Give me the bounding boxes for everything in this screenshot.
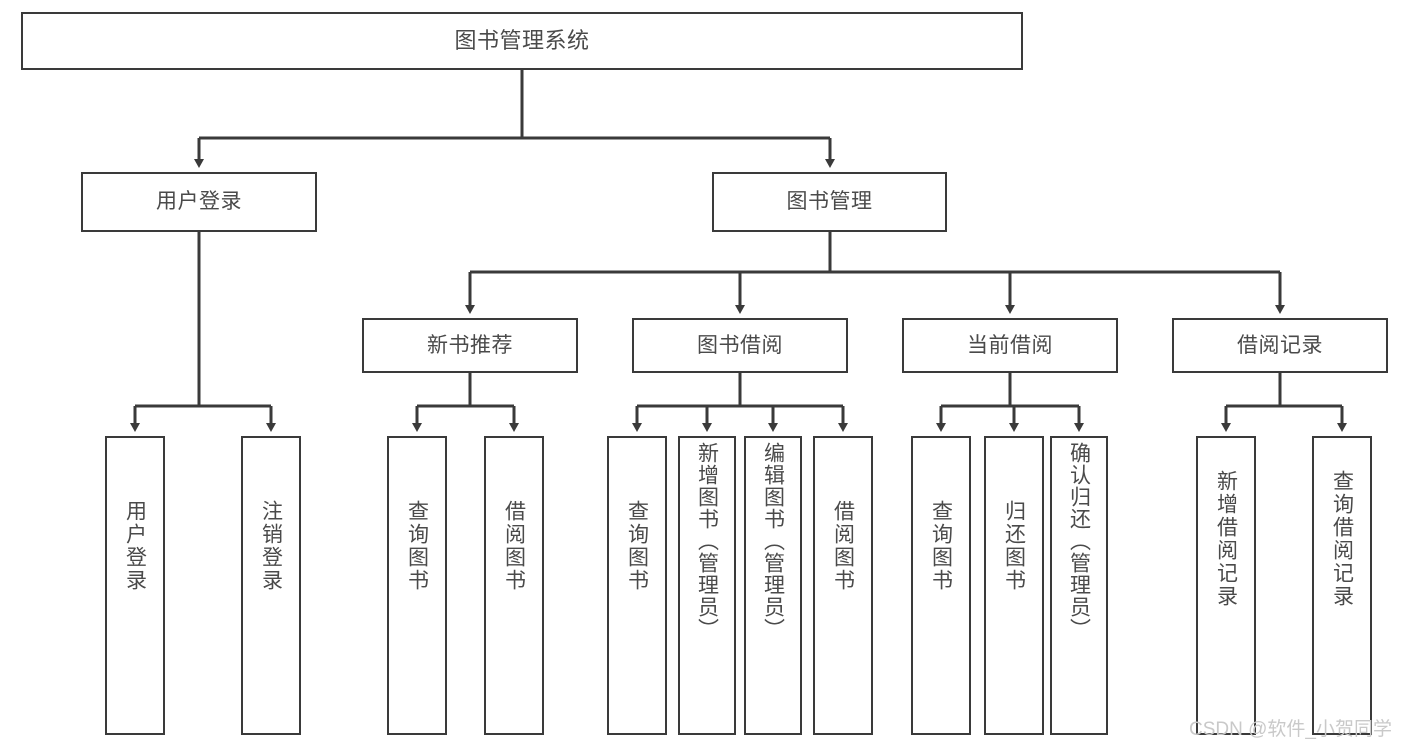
node-borrow-record[interactable]: 借阅记录 — [1172, 318, 1388, 373]
node-leaf-add-book-admin-label: 新增图书（管理员） — [695, 442, 719, 640]
node-leaf-query-book-3[interactable]: 查询图书 — [911, 436, 971, 735]
node-borrow-record-label: 借阅记录 — [1237, 333, 1323, 357]
edge-group-new-book-recommend — [412, 373, 519, 432]
node-root-label: 图书管理系统 — [454, 27, 590, 53]
node-current-borrow[interactable]: 当前借阅 — [902, 318, 1118, 373]
node-user-login[interactable]: 用户登录 — [81, 172, 317, 232]
node-leaf-edit-book-admin-label: 编辑图书（管理员） — [761, 442, 785, 640]
node-book-borrow[interactable]: 图书借阅 — [632, 318, 848, 373]
node-leaf-user-logout[interactable]: 注销登录 — [241, 436, 301, 735]
edge-group-book-manage — [465, 232, 1285, 314]
node-leaf-query-book-2[interactable]: 查询图书 — [607, 436, 667, 735]
node-leaf-add-borrow-record[interactable]: 新增借阅记录 — [1196, 436, 1256, 735]
node-book-manage-label: 图书管理 — [786, 190, 873, 214]
node-leaf-confirm-return-admin-label: 确认归还（管理员） — [1067, 442, 1091, 640]
node-leaf-user-login-label: 用户登录 — [123, 500, 147, 592]
node-leaf-query-book-2-label: 查询图书 — [625, 500, 649, 592]
edge-group-user-login — [130, 232, 276, 432]
node-book-borrow-label: 图书借阅 — [697, 333, 783, 357]
node-leaf-query-borrow-record[interactable]: 查询借阅记录 — [1312, 436, 1372, 735]
node-leaf-borrow-book-1[interactable]: 借阅图书 — [484, 436, 544, 735]
node-leaf-user-logout-label: 注销登录 — [259, 500, 283, 592]
edge-group-book-borrow — [632, 373, 848, 432]
edge-group-current-borrow — [936, 373, 1084, 432]
node-leaf-borrow-book-2-label: 借阅图书 — [831, 500, 855, 592]
node-leaf-add-borrow-record-label: 新增借阅记录 — [1214, 470, 1238, 608]
node-leaf-confirm-return-admin[interactable]: 确认归还（管理员） — [1050, 436, 1108, 735]
node-new-book-recommend[interactable]: 新书推荐 — [362, 318, 578, 373]
node-leaf-return-book[interactable]: 归还图书 — [984, 436, 1044, 735]
watermark-text: CSDN @软件_小贺同学 — [1189, 719, 1392, 740]
edge-group-root — [194, 70, 835, 168]
node-leaf-edit-book-admin[interactable]: 编辑图书（管理员） — [744, 436, 802, 735]
node-leaf-user-login[interactable]: 用户登录 — [105, 436, 165, 735]
node-leaf-borrow-book-2[interactable]: 借阅图书 — [813, 436, 873, 735]
node-book-manage[interactable]: 图书管理 — [712, 172, 947, 232]
node-new-book-recommend-label: 新书推荐 — [427, 333, 513, 357]
node-user-login-label: 用户登录 — [156, 190, 242, 214]
node-leaf-query-book-1-label: 查询图书 — [405, 500, 429, 592]
node-leaf-query-book-1[interactable]: 查询图书 — [387, 436, 447, 735]
node-leaf-borrow-book-1-label: 借阅图书 — [502, 500, 526, 592]
node-leaf-query-book-3-label: 查询图书 — [929, 500, 953, 592]
node-leaf-return-book-label: 归还图书 — [1002, 500, 1026, 592]
edge-group-borrow-record — [1221, 373, 1347, 432]
node-leaf-query-borrow-record-label: 查询借阅记录 — [1330, 470, 1354, 608]
node-current-borrow-label: 当前借阅 — [967, 333, 1053, 357]
node-leaf-add-book-admin[interactable]: 新增图书（管理员） — [678, 436, 736, 735]
node-root[interactable]: 图书管理系统 — [21, 12, 1023, 70]
